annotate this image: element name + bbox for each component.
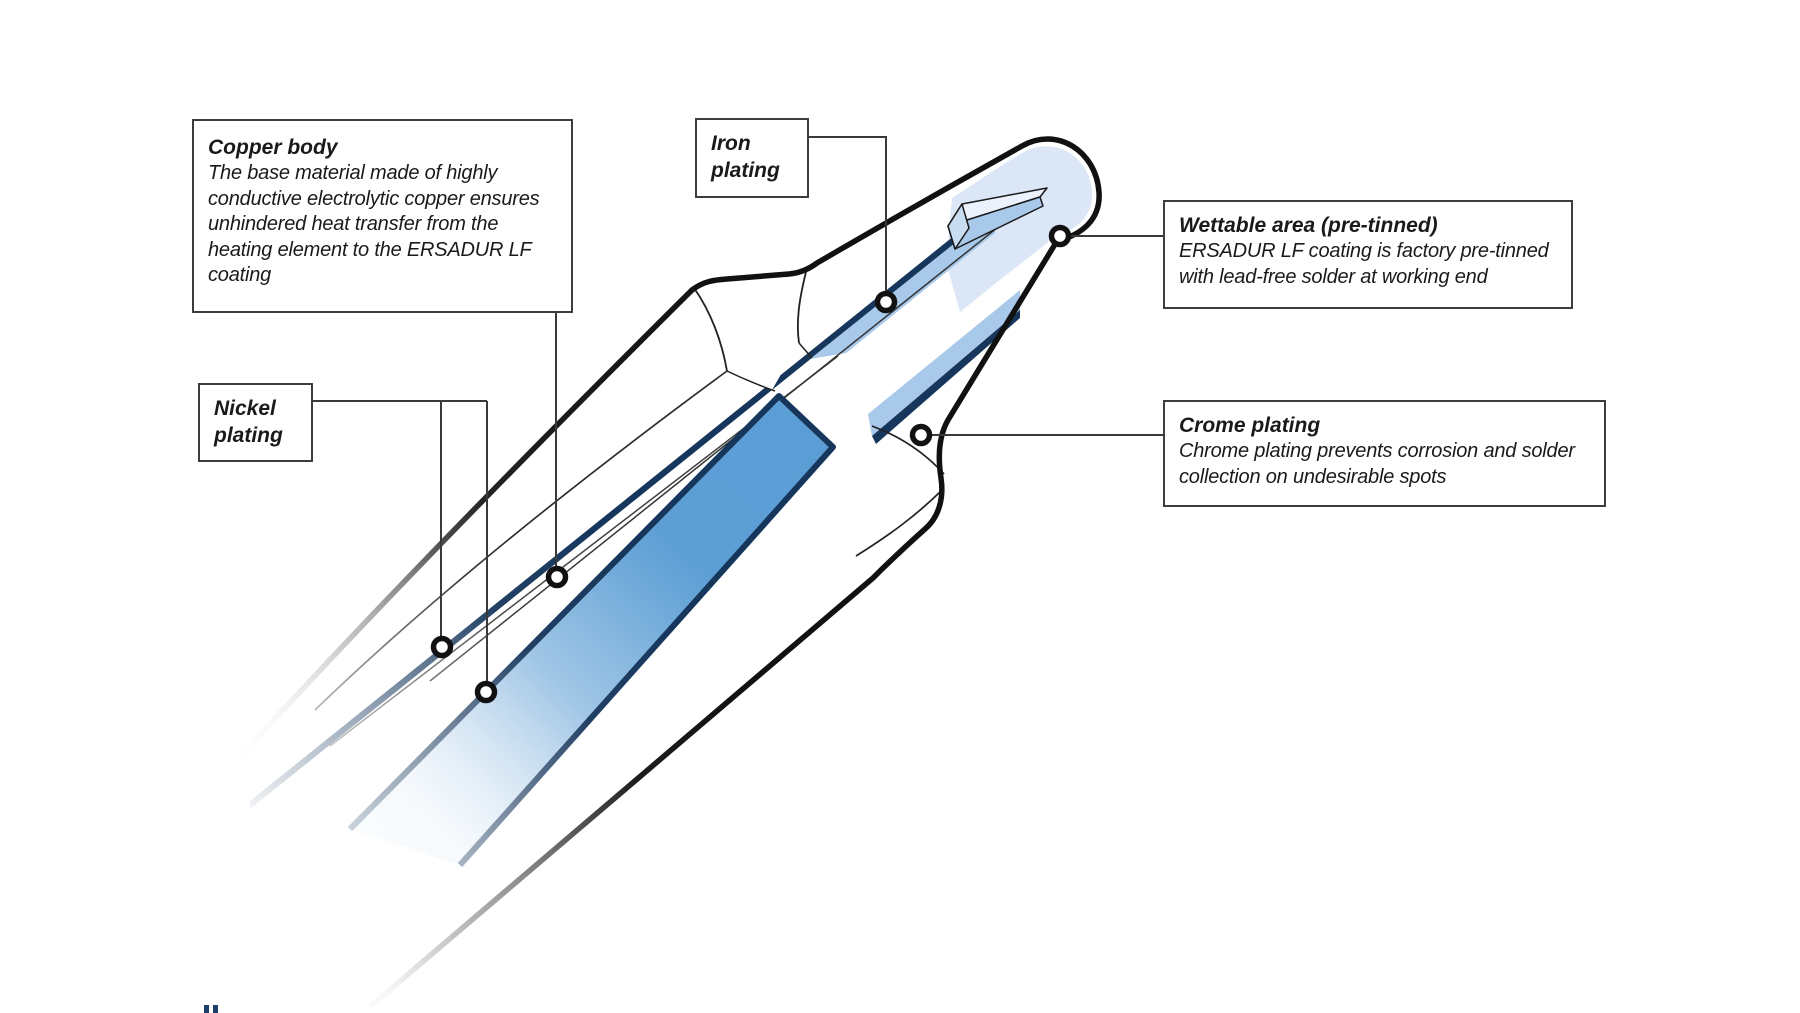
point-iron-plating — [874, 290, 898, 314]
callout-title: Iron plating — [711, 132, 780, 182]
callout-body: The base material made of highly conduct… — [208, 162, 540, 286]
callout-iron-plating: Iron plating — [695, 118, 809, 198]
callout-body: ERSADUR LF coating is factory pre-tinned… — [1179, 240, 1549, 288]
leader-nickel-plating — [313, 400, 488, 692]
callout-crome-plating: Crome plating Chrome plating prevents co… — [1163, 400, 1606, 507]
point-crome-plating — [909, 423, 933, 447]
callout-nickel-plating: Nickel plating — [198, 383, 313, 462]
callout-point-markers — [430, 224, 1072, 704]
clipped-footer-marks — [204, 1005, 218, 1013]
leader-lines — [313, 136, 1163, 692]
point-wettable-area — [1048, 224, 1072, 248]
callout-title: Copper body — [208, 136, 338, 159]
callout-title: Crome plating — [1179, 414, 1321, 437]
callout-body: Chrome plating prevents corrosion and so… — [1179, 440, 1575, 488]
leader-iron-plating — [809, 136, 887, 302]
callout-copper-body: Copper body The base material made of hi… — [192, 119, 573, 313]
point-nickel-plating-1 — [430, 635, 454, 659]
callout-title: Wettable area (pre-tinned) — [1179, 214, 1438, 237]
point-nickel-plating-2 — [474, 680, 498, 704]
point-copper-body — [545, 565, 569, 589]
callout-title: Nickel plating — [214, 397, 283, 447]
callout-wettable-area: Wettable area (pre-tinned) ERSADUR LF co… — [1163, 200, 1573, 309]
